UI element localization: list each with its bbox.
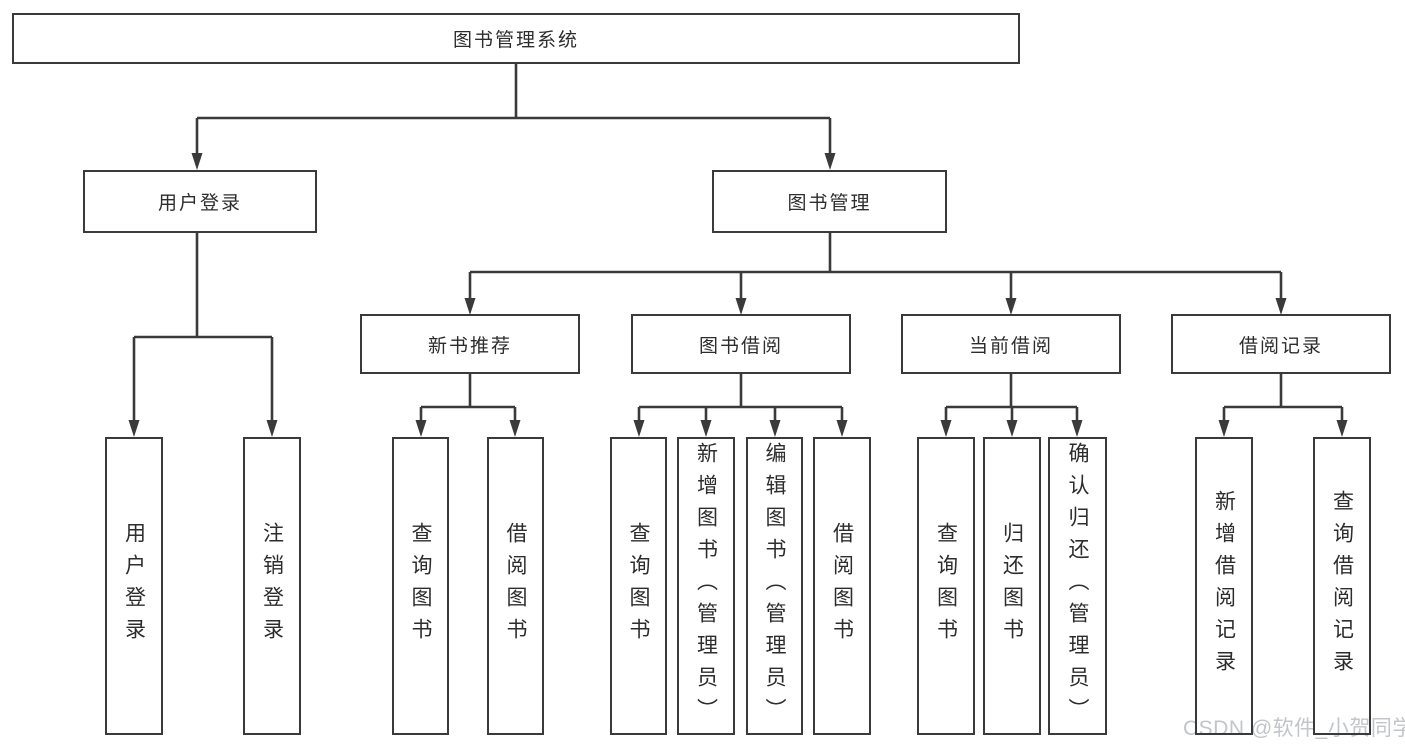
leaf-borrow-edit-books-admin: 编辑图书（管理员） xyxy=(746,437,803,735)
leaf-current-query-books: 查询图书 xyxy=(917,437,975,735)
node-book-borrow: 图书借阅 xyxy=(631,314,851,374)
leaf-user-login: 用户登录 xyxy=(105,437,163,735)
leaf-borrow-query-books: 查询图书 xyxy=(610,437,667,735)
leaf-current-return-books: 归还图书 xyxy=(983,437,1041,735)
leaf-logout: 注销登录 xyxy=(243,437,301,735)
leaf-recommend-query-books: 查询图书 xyxy=(392,437,449,735)
leaf-borrow-borrow-books: 借阅图书 xyxy=(813,437,871,735)
node-root: 图书管理系统 xyxy=(12,13,1020,64)
node-current-borrow: 当前借阅 xyxy=(901,314,1121,374)
node-book-management: 图书管理 xyxy=(712,170,947,233)
leaf-recommend-borrow-books: 借阅图书 xyxy=(487,437,544,735)
csdn-watermark: CSDN @软件_小贺同学 xyxy=(1183,717,1405,740)
leaf-borrow-add-books-admin: 新增图书（管理员） xyxy=(677,437,735,735)
leaf-current-confirm-return-admin: 确认归还（管理员） xyxy=(1048,437,1107,735)
leaf-records-add-record: 新增借阅记录 xyxy=(1195,437,1253,735)
node-borrow-records: 借阅记录 xyxy=(1171,314,1391,374)
node-user-login: 用户登录 xyxy=(83,170,317,233)
leaf-records-query-record: 查询借阅记录 xyxy=(1313,437,1371,735)
node-new-book-recommend: 新书推荐 xyxy=(360,314,580,374)
